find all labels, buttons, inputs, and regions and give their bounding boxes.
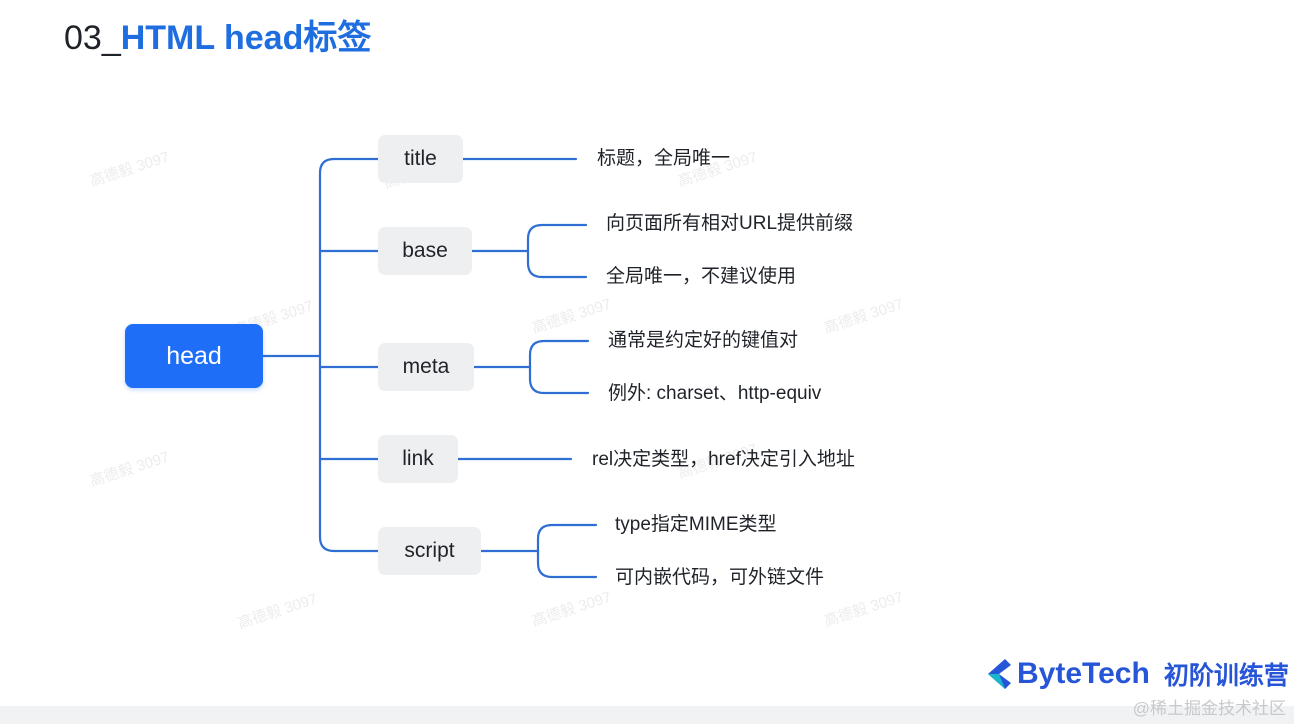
node-base: base: [378, 227, 472, 275]
node-meta: meta: [378, 343, 474, 391]
connector-base-notes: [526, 223, 588, 279]
note-meta-2: 例外: charset、http-equiv: [608, 383, 822, 404]
bytetech-chevron-icon: [988, 659, 1011, 689]
root-node-head: head: [125, 324, 263, 388]
brand-program: 初阶训练营: [1163, 662, 1289, 690]
node-link: link: [378, 435, 458, 483]
slide: 03_HTML head标签 高德毅 3097 高德毅 3097 高德毅 309…: [0, 0, 1294, 706]
node-title: title: [378, 135, 463, 183]
note-base-1: 向页面所有相对URL提供前缀: [606, 213, 854, 234]
slide-title-main: HTML head标签: [120, 19, 372, 57]
note-meta-1: 通常是约定好的键值对: [608, 330, 799, 351]
note-link-1: rel决定类型，href决定引入地址: [592, 449, 855, 470]
connector-meta-notes: [528, 339, 590, 395]
slide-title: 03_HTML head标签: [64, 16, 371, 60]
connector-script-notes: [536, 523, 598, 579]
source-credit: @稀土掘金技术社区: [1132, 699, 1286, 718]
connector-trunk: [318, 157, 380, 553]
note-base-2: 全局唯一，不建议使用: [606, 266, 797, 287]
node-script: script: [378, 527, 481, 575]
note-title-1: 标题，全局唯一: [597, 148, 731, 169]
bytetech-brand: ByteTech 初阶训练营: [985, 655, 1289, 693]
note-script-1: type指定MIME类型: [615, 514, 777, 535]
connector-lines: [261, 157, 598, 579]
brand-name: ByteTech: [1017, 657, 1150, 690]
note-script-2: 可内嵌代码，可外链文件: [615, 567, 825, 588]
slide-title-prefix: 03_: [64, 19, 121, 57]
